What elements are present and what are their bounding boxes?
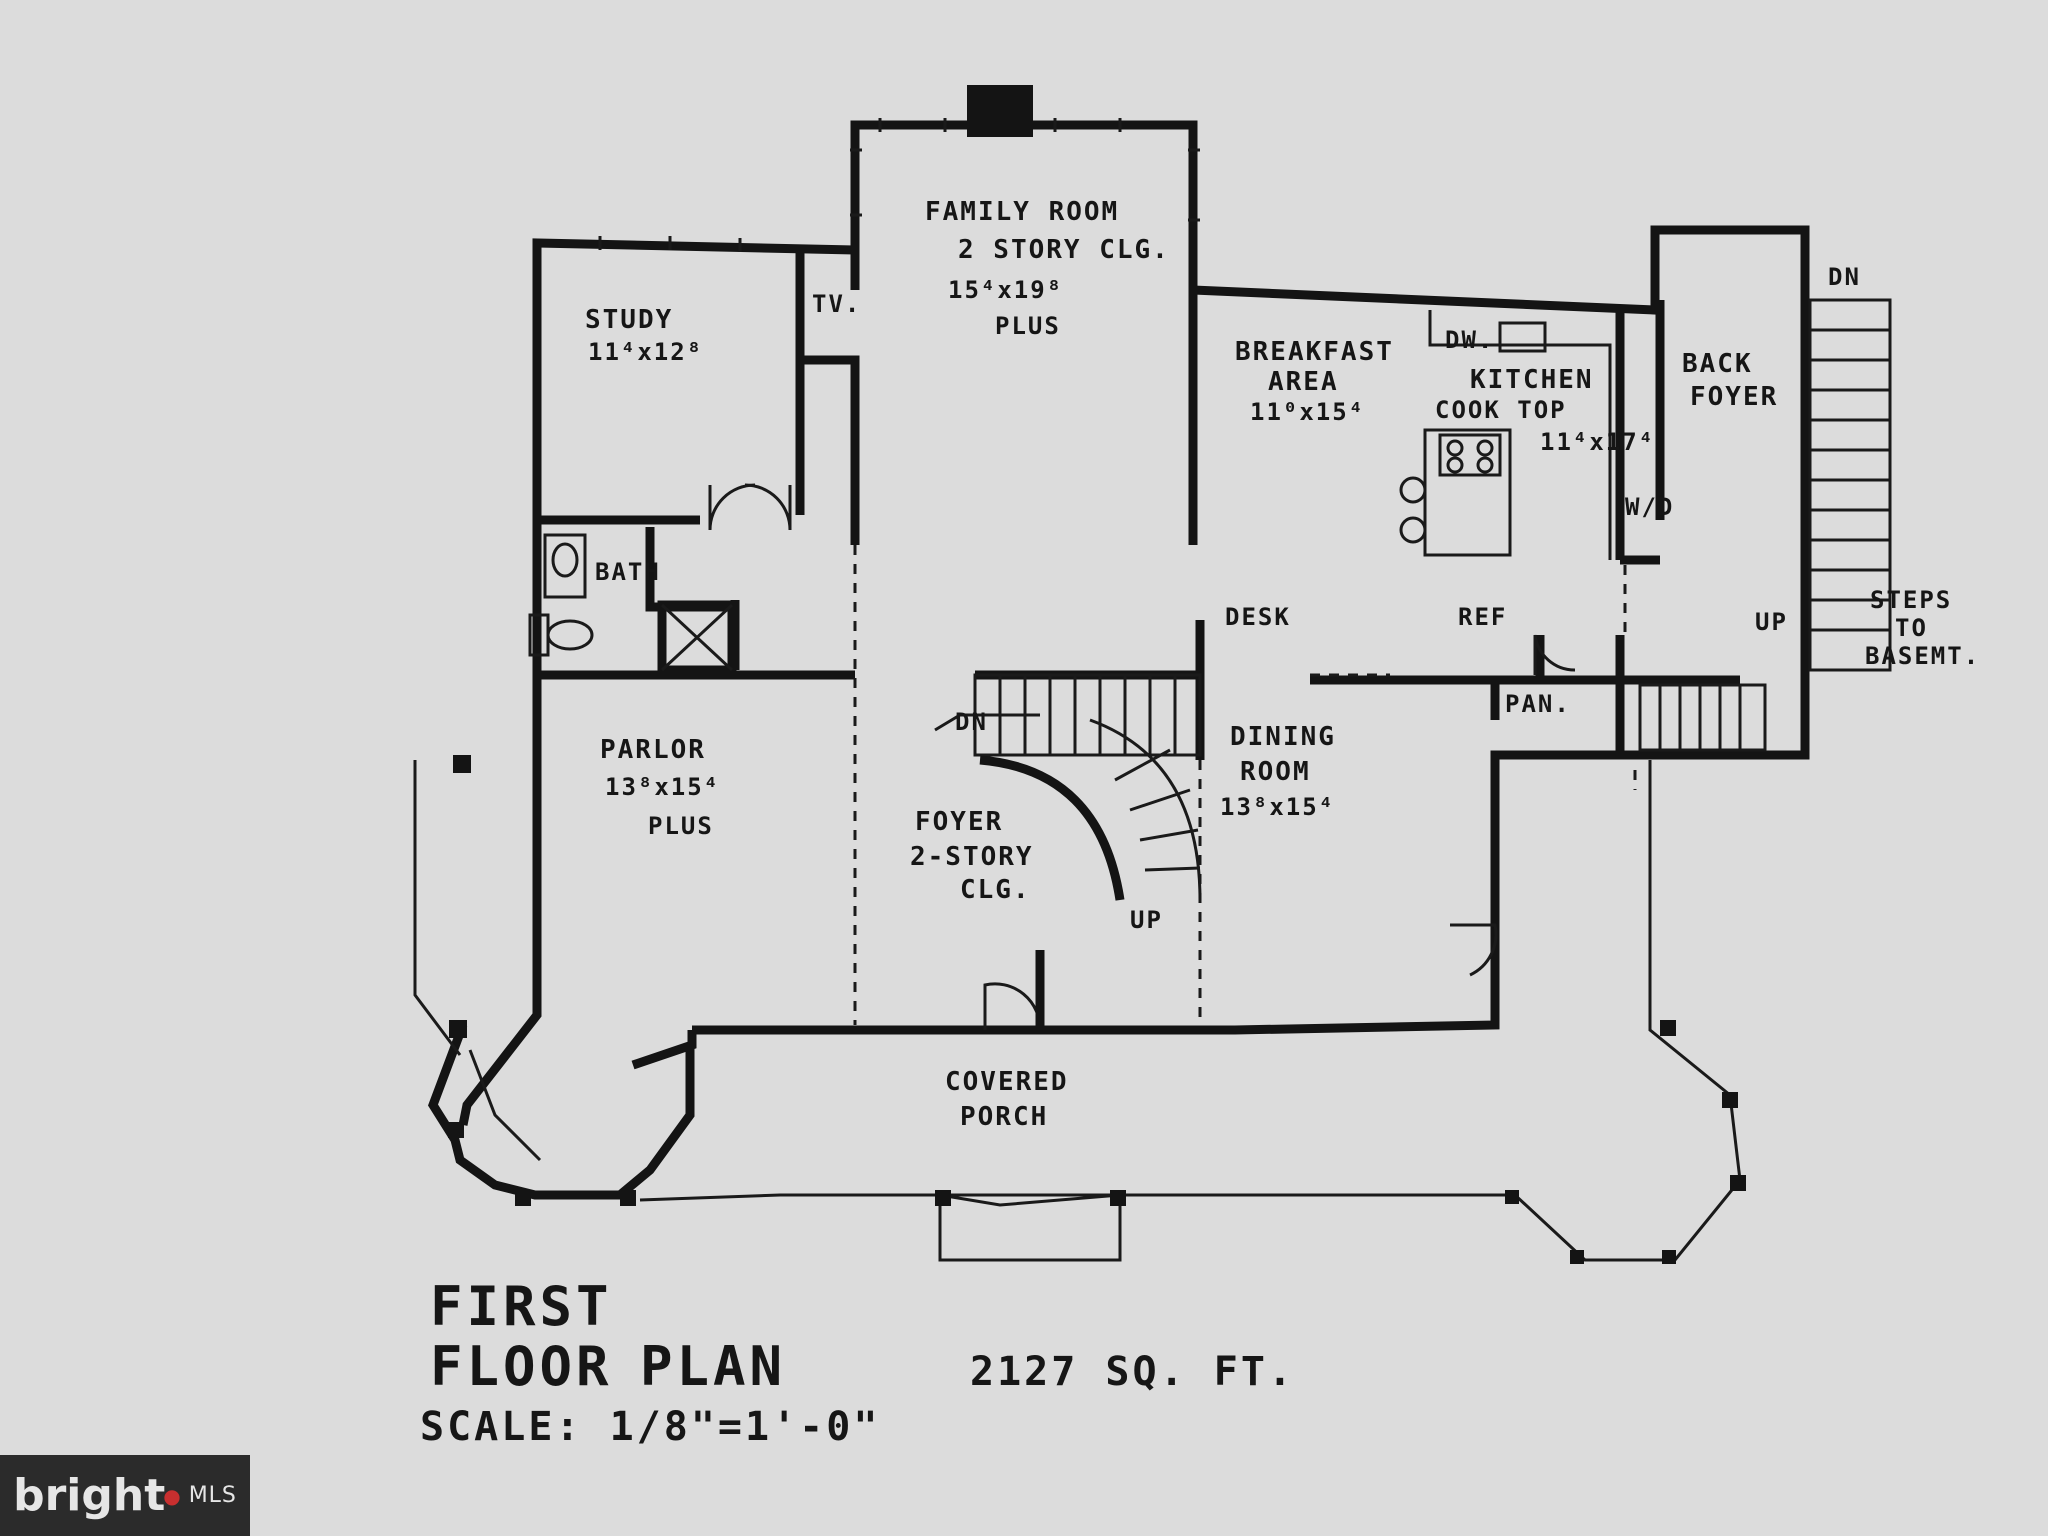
breakfast-dims: 11⁰x15⁴ [1250, 398, 1365, 426]
breakfast-area-label: AREA [1268, 367, 1339, 397]
square-footage: 2127 SQ. FT. [970, 1349, 1295, 1395]
kitchen-dims: 11⁴x17⁴ [1540, 428, 1655, 456]
title-floor: FLOOR [430, 1335, 613, 1398]
parlor-label: PARLOR [600, 735, 706, 765]
breakfast-label: BREAKFAST [1235, 337, 1394, 367]
pantry-label: PAN. [1505, 690, 1571, 718]
back-stair-down-label: DN [1828, 263, 1861, 291]
dining-room-label: DINING [1230, 722, 1336, 752]
doors [708, 483, 1576, 1031]
dining-room-dims: 13⁸x15⁴ [1220, 793, 1335, 821]
main-stair [934, 673, 1202, 901]
back-stair-up-label: UP [1755, 608, 1788, 636]
title-plan: PLAN [640, 1335, 786, 1398]
foyer-label: FOYER [915, 807, 1003, 837]
back-foyer-label: BACK [1682, 349, 1753, 379]
back-stair [1638, 298, 1892, 752]
study-label: STUDY [585, 305, 673, 335]
parlor-dims: 13⁸x15⁴ [605, 773, 720, 801]
tv-label: TV. [812, 290, 861, 318]
study-dims: 11⁴x12⁸ [588, 338, 703, 366]
dashed-openings [853, 545, 1637, 1025]
foyer-clg-label: CLG. [960, 875, 1031, 905]
family-room-ceiling: 2 STORY CLG. [958, 235, 1170, 265]
washer-dryer-label: W/D [1625, 493, 1674, 521]
foyer-ceiling-label: 2-STORY [910, 842, 1034, 872]
steps-label: STEPS [1870, 586, 1952, 614]
logo-dot-icon: ● [163, 1483, 181, 1508]
family-room-dims: 15⁴x19⁸ [948, 276, 1063, 304]
bright-mls-logo: bright ● MLS [0, 1455, 250, 1536]
kitchen-counter [1428, 310, 1612, 560]
main-stair-down-label: DN [955, 708, 988, 736]
family-room-label: FAMILY ROOM [925, 197, 1119, 227]
kitchen-island [1399, 428, 1512, 557]
bath-label: BATH [595, 558, 661, 586]
family-room-plus: PLUS [995, 312, 1061, 340]
family-windows [598, 118, 1200, 252]
main-stair-up-label: UP [1130, 906, 1163, 934]
dining-room-label-2: ROOM [1240, 757, 1311, 787]
parlor-plus: PLUS [648, 812, 714, 840]
dishwasher-label: DW. [1445, 326, 1494, 354]
scale-label: SCALE: 1/8"=1'-0" [420, 1404, 880, 1450]
covered-porch [413, 755, 1746, 1264]
covered-porch-label-2: PORCH [960, 1102, 1048, 1132]
desk-label: DESK [1225, 603, 1291, 631]
steps-basement-label: BASEMT. [1865, 642, 1980, 670]
steps-to-label: TO [1895, 614, 1928, 642]
back-foyer-label-2: FOYER [1690, 382, 1778, 412]
title-block: FIRST FLOOR PLAN 2127 SQ. FT. SCALE: 1/8… [420, 1275, 1295, 1450]
logo-suffix: MLS [188, 1483, 237, 1508]
title-first: FIRST [430, 1275, 613, 1338]
covered-porch-label: COVERED [945, 1067, 1069, 1097]
refrigerator-label: REF [1458, 603, 1507, 631]
kitchen-label: KITCHEN [1470, 365, 1594, 395]
cooktop-label: COOK TOP [1435, 396, 1567, 424]
logo-brand: bright [13, 1470, 166, 1521]
fireplace [967, 85, 1033, 137]
room-labels: FAMILY ROOM 2 STORY CLG. 15⁴x19⁸ PLUS ST… [585, 197, 1980, 1132]
bath-fixtures [528, 533, 737, 675]
